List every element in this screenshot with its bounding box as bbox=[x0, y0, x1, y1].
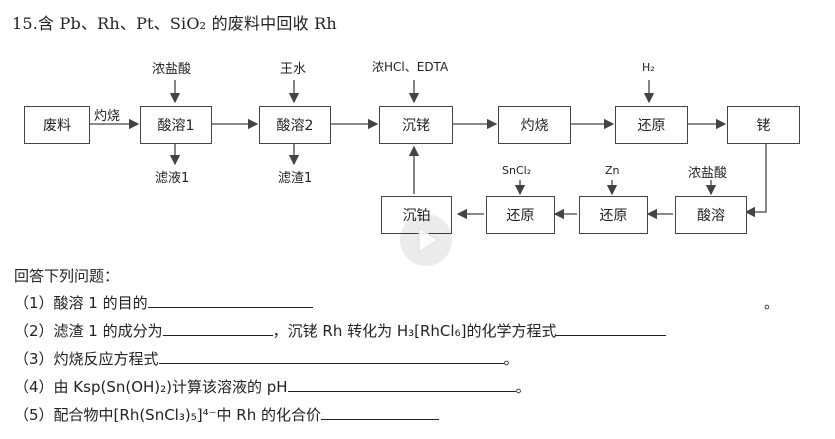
question-4: （4）由 Ksp(Sn(OH)₂)计算该溶液的 pH。 bbox=[14, 377, 531, 396]
box-acid-dissolve-2: 酸溶2 bbox=[259, 106, 331, 144]
answer-blank-4[interactable] bbox=[287, 377, 516, 392]
box-reduce-h2: 还原 bbox=[615, 106, 688, 144]
question-1: （1）酸溶 1 的目的 bbox=[14, 292, 313, 313]
label-sncl2: SnCl₂ bbox=[502, 164, 532, 177]
label-h2: H₂ bbox=[642, 61, 655, 74]
label-zn: Zn bbox=[605, 164, 620, 177]
answer-blank-2a[interactable] bbox=[162, 321, 273, 336]
box-precipitate-rh: 沉铑 bbox=[379, 106, 453, 144]
box-acid-dissolve-1: 酸溶1 bbox=[140, 106, 212, 144]
label-hcl-edta: 浓HCl、EDTA bbox=[372, 60, 449, 74]
box-reduce-zn: 还原 bbox=[579, 196, 648, 234]
label-filtrate-1: 滤液1 bbox=[155, 171, 190, 186]
label-aqua-regia: 王水 bbox=[280, 62, 307, 77]
problem-title: 15.含 Pb、Rh、Pt、SiO₂ 的废料中回收 Rh bbox=[12, 14, 337, 33]
question-5: （5）配合物中[Rh(SnCl₃)₅]⁴⁻中 Rh 的化合价 bbox=[14, 404, 439, 425]
label-conc-hcl-2: 浓盐酸 bbox=[688, 166, 728, 181]
answer-blank-2b[interactable] bbox=[556, 321, 667, 336]
box-waste: 废料 bbox=[24, 106, 90, 144]
label-conc-hcl-1: 浓盐酸 bbox=[152, 62, 192, 77]
flowchart-arrows bbox=[89, 80, 767, 220]
box-acid-dissolve: 酸溶 bbox=[675, 196, 747, 234]
answer-blank-1[interactable] bbox=[147, 293, 313, 308]
question-1-end: 。 bbox=[764, 294, 780, 312]
label-roast-arrow: 灼烧 bbox=[94, 109, 121, 124]
box-rh: 铑 bbox=[727, 106, 800, 144]
answer-blank-5[interactable] bbox=[320, 405, 439, 420]
box-precipitate-pt: 沉铂 bbox=[381, 196, 452, 234]
question-3: （3）灼烧反应方程式。 bbox=[14, 349, 519, 368]
play-icon[interactable] bbox=[398, 212, 454, 268]
label-residue-1: 滤渣1 bbox=[278, 171, 313, 186]
questions-header: 回答下列问题： bbox=[14, 267, 120, 285]
question-2: （2）滤渣 1 的成分为，沉铑 Rh 转化为 H₃[RhCl₆]的化学方程式 bbox=[14, 320, 667, 341]
box-roast: 灼烧 bbox=[498, 106, 571, 144]
answer-blank-3[interactable] bbox=[158, 349, 504, 364]
box-reduce-sncl2: 还原 bbox=[486, 196, 555, 234]
